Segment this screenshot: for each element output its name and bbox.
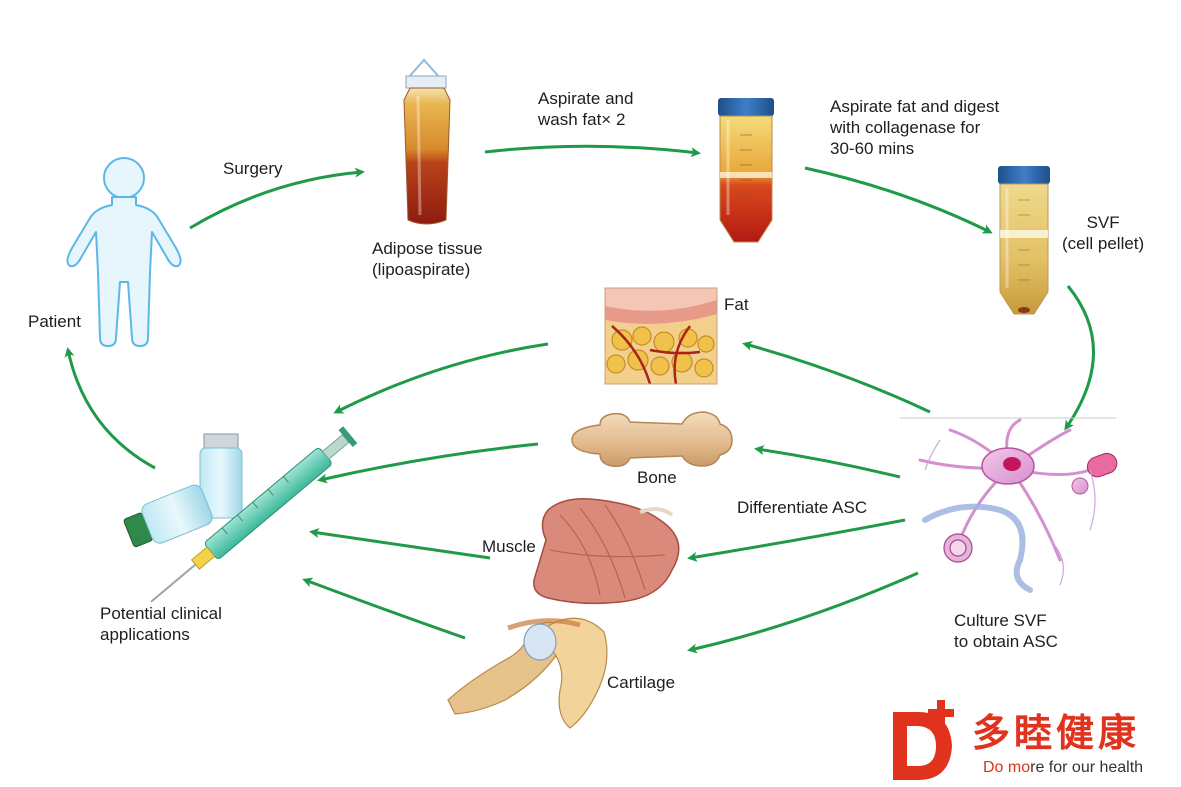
- label-aspirate-wash-line-2: wash fat× 2: [538, 110, 626, 129]
- vial-and-syringe-image: [123, 426, 358, 603]
- arrow-fat-to-clinical: [333, 342, 549, 414]
- label-svf-line-1: SVF: [1086, 213, 1120, 232]
- label-adipose-line-1: Adipose tissue: [372, 239, 483, 258]
- logo-plus-icon: [928, 700, 954, 726]
- washed-fat-tube-image: [718, 98, 774, 243]
- arrow-patient-to-adipose: [189, 167, 365, 230]
- label-culture-line-2: to obtain ASC: [954, 632, 1058, 651]
- label-cartilage: Cartilage: [607, 673, 676, 692]
- label-clinical-applications: Potential clinical applications: [100, 603, 222, 645]
- label-muscle: Muscle: [482, 537, 536, 556]
- arrow-clinical-to-patient: [64, 347, 156, 470]
- label-differentiate-asc: Differentiate ASC: [737, 498, 868, 517]
- logo-d-mark: [893, 712, 952, 780]
- label-clinical-line-2: applications: [100, 625, 190, 644]
- label-svf-line-2: (cell pellet): [1062, 234, 1145, 253]
- arrow-cartilage-to-clinical: [302, 577, 466, 640]
- label-svf: SVF (cell pellet): [1062, 212, 1144, 254]
- brand-slogan: Do more for our health: [983, 757, 1143, 778]
- label-surgery: Surgery: [223, 159, 283, 178]
- brand-logo: [893, 700, 954, 780]
- stem-cell-culture-image: [900, 417, 1118, 593]
- label-adipose-line-2: (lipoaspirate): [372, 260, 471, 279]
- bone-image: [571, 411, 733, 468]
- arrow-bone-to-clinical: [317, 442, 539, 484]
- arrow-culture-to-bone: [754, 445, 901, 479]
- arrow-wash-to-svf: [804, 166, 993, 234]
- arrow-culture-to-fat: [742, 341, 931, 414]
- label-patient: Patient: [28, 312, 81, 331]
- label-aspirate-digest-line-2: with collagenase for: [830, 118, 981, 137]
- patient-body-icon: [66, 157, 182, 347]
- svf-tube-image: [998, 166, 1050, 315]
- fat-tissue-image: [604, 287, 718, 385]
- label-adipose-tissue: Adipose tissue (lipoaspirate): [372, 238, 483, 280]
- label-aspirate-digest: Aspirate fat and digest with collagenase…: [830, 96, 999, 159]
- brand-slogan-prefix: Do mo: [983, 759, 1031, 776]
- label-aspirate-wash: Aspirate and wash fat× 2: [538, 88, 633, 130]
- arrow-culture-to-muscle: [687, 518, 906, 562]
- myelin-sheath: [943, 533, 973, 563]
- brand-name-cn: 多睦健康: [972, 711, 1141, 755]
- label-bone: Bone: [637, 468, 677, 487]
- arrow-culture-to-cartilage: [687, 571, 919, 654]
- arrow-svf-to-culture: [1064, 285, 1095, 431]
- label-aspirate-wash-line-1: Aspirate and: [538, 89, 634, 108]
- label-fat: Fat: [724, 295, 749, 314]
- cartilage-joint-image: [447, 617, 608, 729]
- brand-slogan-rest: re for our health: [1030, 759, 1144, 776]
- label-aspirate-digest-line-1: Aspirate fat and digest: [830, 97, 1000, 116]
- arrow-muscle-to-clinical: [309, 528, 491, 560]
- label-clinical-line-1: Potential clinical: [100, 604, 222, 623]
- label-culture-svf: Culture SVF to obtain ASC: [954, 610, 1058, 652]
- lipoaspirate-bag-image: [403, 58, 451, 225]
- label-aspirate-digest-line-3: 30-60 mins: [830, 139, 915, 158]
- muscle-image: [533, 498, 680, 605]
- capsule-cell: [1086, 452, 1118, 478]
- flow-arrows: [64, 144, 1095, 654]
- arrow-adipose-to-wash: [484, 144, 701, 158]
- label-culture-line-1: Culture SVF: [954, 611, 1047, 630]
